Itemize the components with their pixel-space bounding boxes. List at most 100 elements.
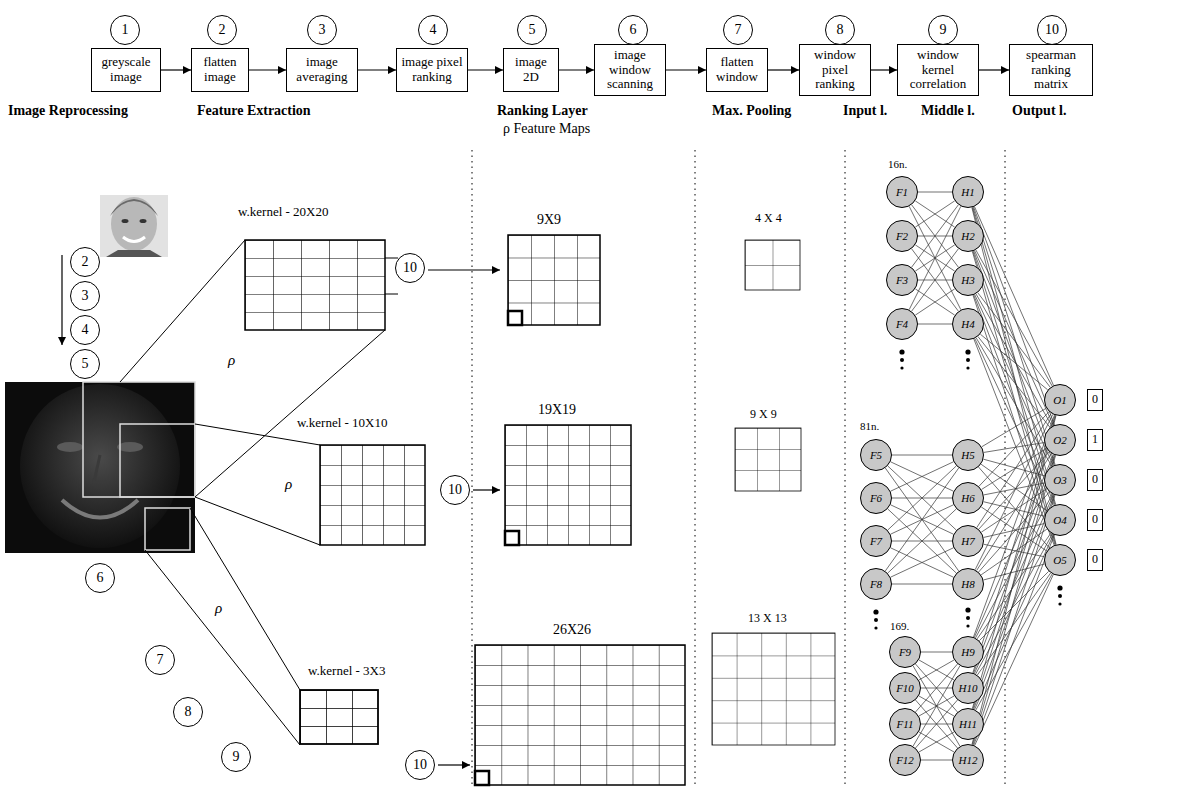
ranked-face-image xyxy=(5,382,195,553)
node-label: H11 xyxy=(959,718,977,731)
flow-arrow xyxy=(249,69,286,70)
section-heading: Image Reprocessing xyxy=(8,103,128,119)
network-connection xyxy=(909,206,961,309)
network-connection xyxy=(888,466,957,530)
input-neuron: F11 xyxy=(889,708,921,740)
hidden-neuron: H11 xyxy=(952,708,984,740)
network-connection xyxy=(974,339,1054,545)
step-number: 2 xyxy=(70,247,100,277)
output-neuron: O1 xyxy=(1044,384,1076,416)
node-label: O3 xyxy=(1053,474,1066,487)
step-number: 1 xyxy=(110,15,140,45)
output-neuron: O4 xyxy=(1044,504,1076,536)
kernel-grids xyxy=(245,240,425,744)
network-connection xyxy=(973,415,1055,673)
box-label: 0 xyxy=(1092,553,1098,567)
input-neuron: F5 xyxy=(860,439,892,471)
node-label: O4 xyxy=(1053,514,1066,527)
output-value-box: 0 xyxy=(1087,469,1103,491)
neuron-count: 16n. xyxy=(888,158,907,171)
step-number: 6 xyxy=(85,563,115,593)
network-connection xyxy=(974,495,1055,709)
neuron-count: 81n. xyxy=(860,420,879,433)
input-neuron: F9 xyxy=(889,636,921,668)
input-neuron: F7 xyxy=(860,525,892,557)
rho-symbol: ρ xyxy=(215,600,222,617)
box-label: spearman ranking matrix xyxy=(1014,48,1088,93)
network-connection xyxy=(974,535,1055,745)
node-label: F11 xyxy=(897,718,914,731)
node-label: F5 xyxy=(870,449,882,462)
node-label: 3 xyxy=(82,288,89,304)
box-label: 0 xyxy=(1092,513,1098,527)
pooling-grids xyxy=(712,240,835,745)
process-box: image window scanning xyxy=(594,44,666,97)
network-connection xyxy=(919,732,954,752)
node-label: H10 xyxy=(959,682,978,695)
network-connection xyxy=(976,534,1053,674)
node-label: 6 xyxy=(630,22,637,38)
node-label: O2 xyxy=(1053,434,1066,447)
section-heading: Feature Extraction xyxy=(197,103,311,119)
node-label: H2 xyxy=(961,230,974,243)
network-connection xyxy=(984,483,1045,495)
input-neuron: F3 xyxy=(886,264,918,296)
hidden-neuron: H6 xyxy=(952,482,984,514)
node-label: 10 xyxy=(1045,22,1059,38)
network-connection xyxy=(977,533,1051,639)
network-connection xyxy=(890,462,953,491)
section-dividers xyxy=(472,150,1005,787)
input-neuron: F4 xyxy=(886,308,918,340)
network-connection xyxy=(973,495,1055,745)
network-connection xyxy=(975,535,1054,710)
process-box: image averaging xyxy=(286,48,358,92)
flow-arrow xyxy=(768,69,799,70)
node-label: F6 xyxy=(870,492,882,505)
process-box: image pixel ranking xyxy=(396,48,468,92)
box-label: image window scanning xyxy=(599,48,661,93)
pool-size: 9 X 9 xyxy=(750,408,777,422)
process-box: window kernel correlation xyxy=(897,44,979,97)
network-connection xyxy=(979,492,1050,572)
network-connection xyxy=(888,466,957,530)
network-connection xyxy=(976,494,1053,638)
process-box: spearman ranking matrix xyxy=(1009,44,1093,97)
network-connection xyxy=(888,509,957,573)
network-connection xyxy=(972,208,1056,545)
network-connection xyxy=(918,192,952,193)
node-label: 10 xyxy=(413,757,427,773)
process-box: window pixel ranking xyxy=(799,44,871,97)
step-number: 8 xyxy=(825,15,855,45)
node-label: 8 xyxy=(185,704,192,720)
output-neuron: O5 xyxy=(1044,544,1076,576)
node-label: H8 xyxy=(961,578,974,591)
hidden-neuron: H3 xyxy=(952,264,984,296)
flow-arrow xyxy=(559,69,594,70)
node-label: H3 xyxy=(961,274,974,287)
step-number: 7 xyxy=(145,645,175,675)
map-size: 19X19 xyxy=(538,402,576,418)
network-connection xyxy=(974,495,1053,674)
node-label: 5 xyxy=(529,22,536,38)
step-number: 7 xyxy=(723,15,753,45)
network-connection xyxy=(913,666,960,746)
node-label: 2 xyxy=(82,254,89,270)
node-label: F9 xyxy=(899,646,911,659)
step-number: 5 xyxy=(70,349,100,379)
output-value-box: 0 xyxy=(1087,389,1103,411)
network-connection xyxy=(892,455,952,456)
network-connection xyxy=(974,207,1055,425)
flow-arrow xyxy=(979,69,1009,70)
output-value-box: 0 xyxy=(1087,509,1103,531)
node-label: 4 xyxy=(430,22,437,38)
network-connection xyxy=(919,732,954,752)
network-connection xyxy=(890,548,953,577)
input-neuron: F1 xyxy=(886,176,918,208)
step-number: 3 xyxy=(307,15,337,45)
network-connection xyxy=(976,294,1052,426)
node-label: F10 xyxy=(896,682,914,695)
step-number: 10 xyxy=(1037,15,1067,45)
hidden-neuron: H7 xyxy=(952,525,984,557)
box-label: 1 xyxy=(1092,433,1098,447)
